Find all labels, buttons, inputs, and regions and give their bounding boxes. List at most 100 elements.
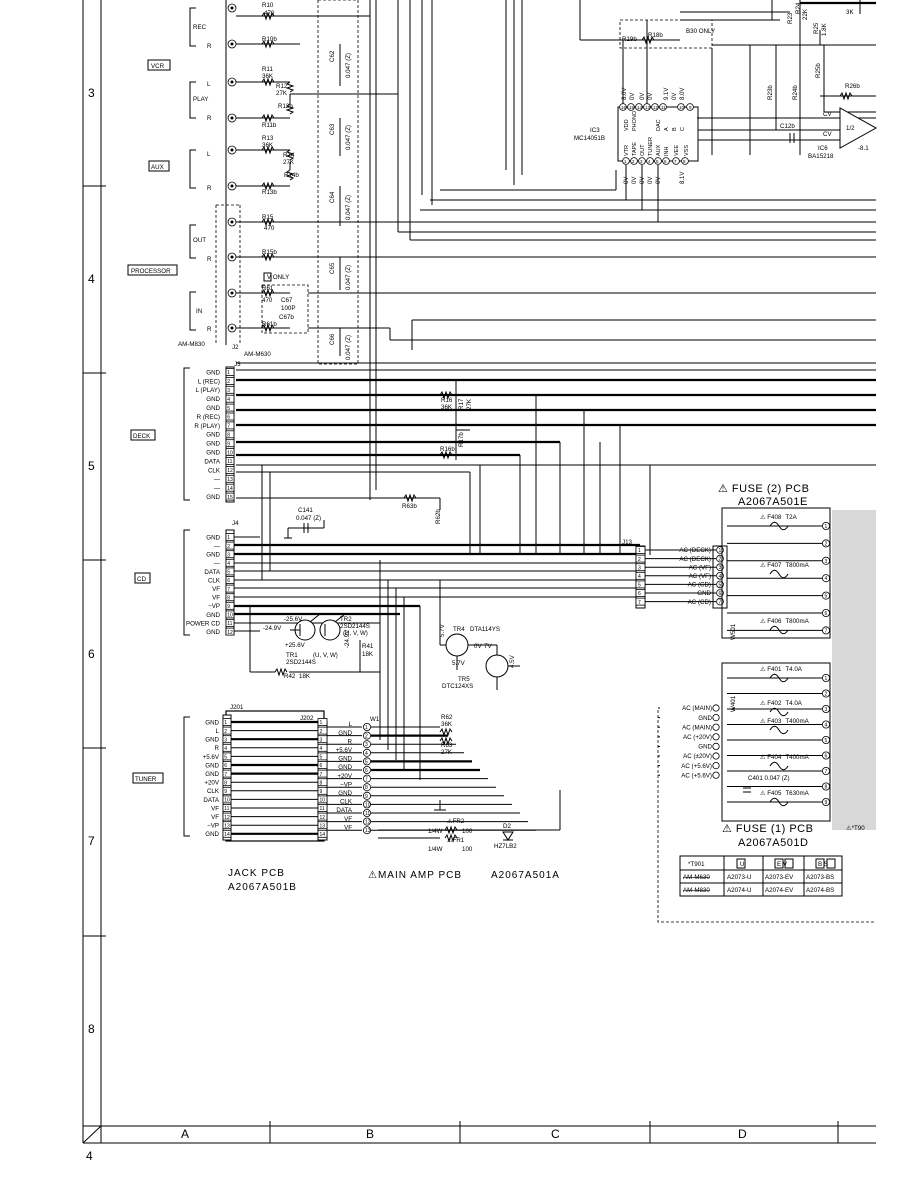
- r11-val: 36K: [262, 73, 274, 80]
- pin-number: 4: [719, 574, 722, 580]
- svg-text:12: 12: [653, 105, 659, 110]
- tuner-parts: R62 36K R63 27K ⚠FR2 1/4W 100 ⚠FR1 1/4W …: [378, 714, 561, 853]
- pin-number: 4: [224, 746, 227, 752]
- pin-number: 14: [227, 486, 233, 492]
- fuse1-input-row: AC (MAIN): [658, 723, 720, 731]
- j201-pin-row: 4R: [215, 743, 232, 752]
- c66-val: 0.047 (Z): [345, 335, 352, 360]
- pin-number: 4: [227, 561, 230, 567]
- pin-number: 6: [825, 754, 828, 760]
- j202-pin-number: 10: [320, 798, 326, 804]
- fuse-icon: [769, 569, 789, 579]
- pin-label: −VP: [340, 781, 352, 788]
- col-label: D: [738, 1127, 747, 1141]
- tr1-part: 2SD2144S: [286, 659, 316, 666]
- fuse1-title: ⚠ FUSE (1) PCB: [722, 823, 813, 835]
- j3-parts: R16 36K R17 27K R16b R17b R63b R62b: [402, 380, 473, 524]
- j201-pin-row: 5+5.6V: [203, 752, 232, 761]
- t901-r1c0: AM-M830: [683, 887, 710, 894]
- pin-number: 11: [227, 459, 232, 465]
- label-j3-ref: J3: [234, 361, 241, 368]
- pin-number: 4: [825, 723, 828, 729]
- pin-number: 15: [227, 495, 233, 501]
- fuse1-pin: 2: [727, 689, 831, 698]
- jack-pcb-title: JACK PCB: [228, 868, 285, 879]
- pin-label: GND: [205, 737, 219, 744]
- v-minus-24-9: -24.9V: [263, 625, 282, 632]
- pin-number: 9: [825, 800, 828, 806]
- col-label: B: [366, 1127, 374, 1141]
- tr4-icon: [445, 633, 469, 657]
- pin-number: 10: [365, 802, 371, 808]
- pin-label: GND: [205, 831, 219, 838]
- fuse2-title: ⚠ FUSE (2) PCB: [718, 483, 809, 495]
- pin-number: 3: [365, 742, 368, 748]
- pin-label: CLK: [208, 467, 221, 474]
- pin-label: CLK: [207, 788, 220, 795]
- svg-text:15: 15: [629, 105, 635, 110]
- r13-ref: R13: [262, 135, 274, 142]
- pin-number: 13: [365, 828, 371, 834]
- svg-text:AUX: AUX: [656, 144, 662, 156]
- j4-ref: J4: [232, 520, 239, 527]
- c12b-ref: C12b: [780, 123, 795, 130]
- top-right-network: B30 ONLY R19b R18b R23 R24 22K R25 1.8K …: [619, 0, 878, 160]
- pin-number: 1: [638, 548, 641, 554]
- r16-val: 36K: [441, 404, 453, 411]
- pin-label: GND: [206, 629, 220, 636]
- svg-text:0V: 0V: [640, 177, 646, 184]
- fuse2-pin: 3: [727, 556, 831, 565]
- pin-label: R (PLAY): [194, 423, 220, 430]
- svg-text:PHONO: PHONO: [632, 110, 638, 131]
- pin-label: +20V: [337, 773, 352, 780]
- r23b-ref: R23b: [767, 85, 774, 100]
- fr2-watt: 1/4W: [428, 828, 443, 835]
- t901-r0c1: A2073-U: [727, 874, 751, 881]
- pin-number: 5: [825, 594, 828, 600]
- r24b-ref: R24b: [792, 85, 799, 100]
- c65-val: 0.047 (Z): [345, 265, 352, 290]
- pin-label: L: [216, 728, 220, 735]
- pin-number: 2: [227, 379, 230, 385]
- pin-number: 3: [638, 565, 641, 571]
- pin-label: AC (±20V): [683, 753, 712, 760]
- pin-label: GND: [698, 715, 712, 722]
- b30-note: B30 ONLY: [686, 28, 715, 35]
- pin-number: 6: [227, 415, 230, 421]
- t901-r1c2: A2074-EV: [765, 887, 794, 894]
- ic3-top-pins: 16 15 14 13 12 11 10 9: [619, 103, 694, 111]
- svg-text:8.1V: 8.1V: [680, 172, 686, 184]
- pin-label: VF: [212, 586, 220, 593]
- pin-label: VF: [211, 805, 219, 812]
- c63-val: 0.047 (Z): [345, 125, 352, 150]
- c67b-ref: C67b: [279, 314, 294, 321]
- t90-note: ⚠*T90: [846, 825, 865, 832]
- pin-number: 9: [227, 604, 230, 610]
- c64-val: 0.047 (Z): [345, 195, 352, 220]
- svg-text:C: C: [680, 127, 686, 131]
- j202-ref: J202: [300, 715, 314, 722]
- fuse2-pin: 1: [727, 522, 831, 531]
- pin-number: 9: [227, 441, 230, 447]
- pin-label: VF: [212, 595, 220, 602]
- fr1-val: 100: [462, 846, 473, 853]
- r15-val: 470: [264, 225, 275, 232]
- t901-h0: *T901: [688, 861, 705, 868]
- fuse1-pin: 3: [727, 705, 831, 714]
- pin-number: 7: [825, 628, 828, 634]
- svg-text:0V: 0V: [648, 177, 654, 184]
- r23-ref: R23: [787, 12, 794, 24]
- r14-val: 27K: [283, 159, 295, 166]
